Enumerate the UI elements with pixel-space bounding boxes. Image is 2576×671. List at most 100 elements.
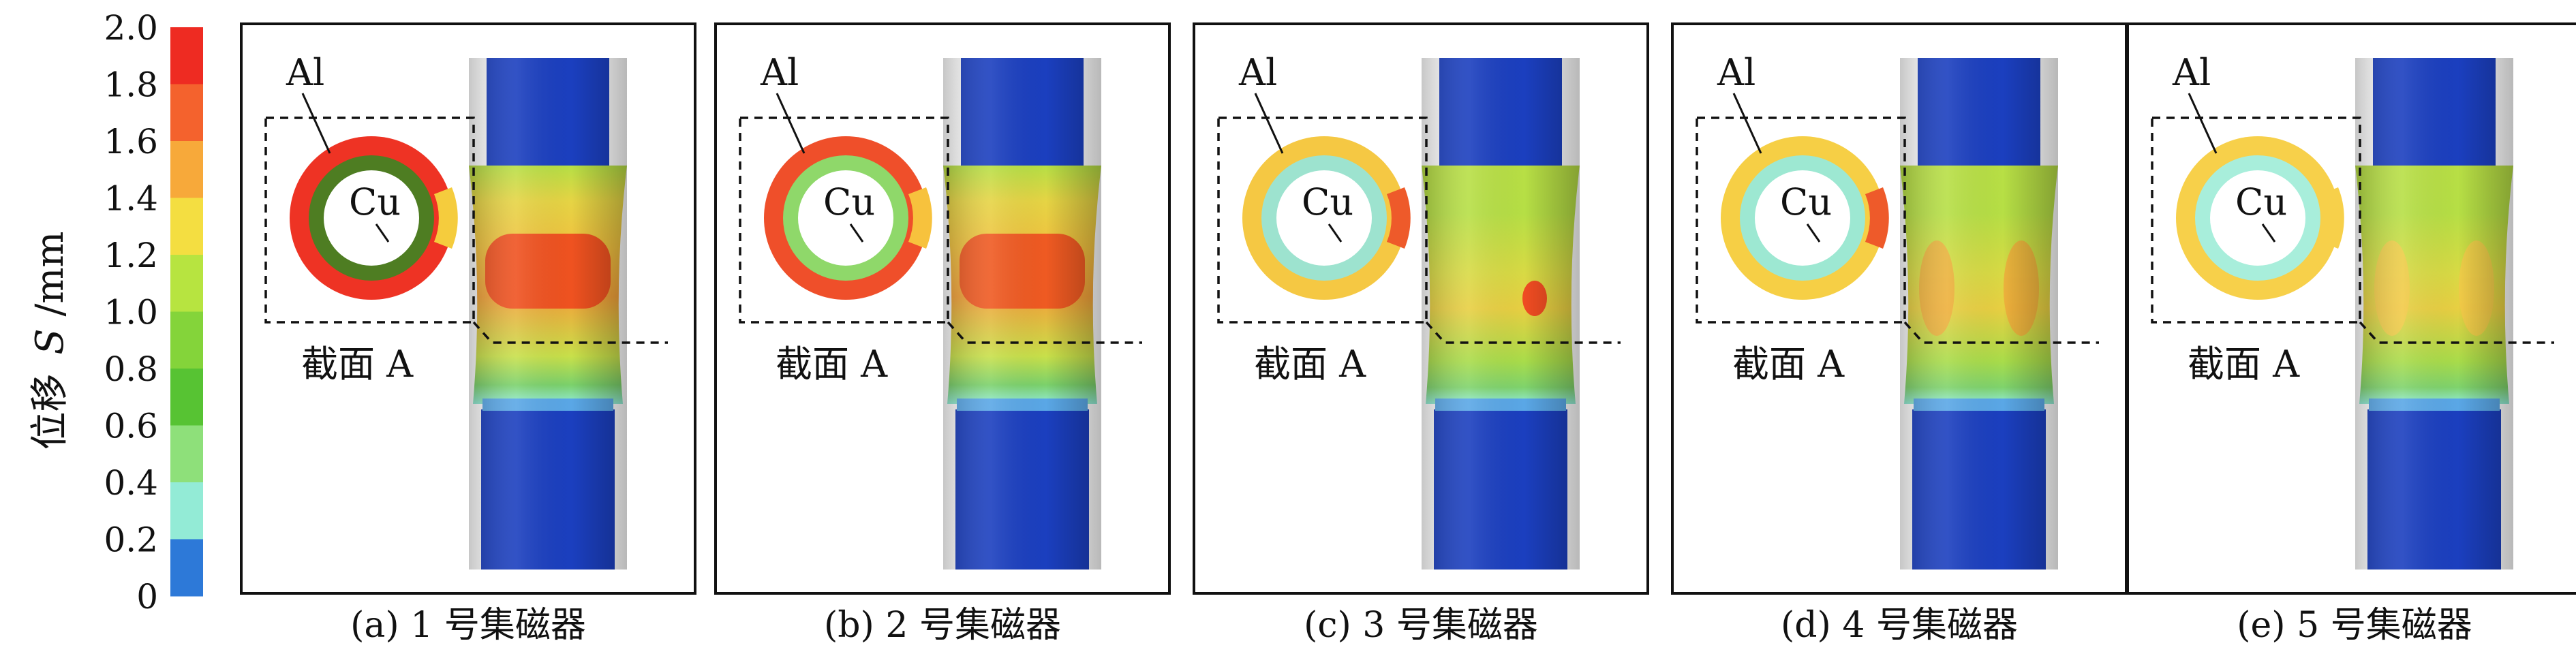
- al-ring-accent: [2320, 187, 2344, 249]
- legend-tick-label: 2.0: [104, 8, 158, 48]
- legend-swatch: [170, 425, 203, 483]
- legend-tick-label: 1.0: [104, 293, 158, 332]
- al-ring-accent: [1387, 187, 1411, 249]
- legend-swatch: [170, 84, 203, 142]
- cu-label: Cu: [349, 181, 401, 223]
- legend-swatch: [170, 198, 203, 255]
- section-inset-box: [1696, 116, 1906, 324]
- section-inset-box: [739, 116, 949, 324]
- panel-caption: (a) 1 号集磁器: [350, 605, 586, 646]
- legend-tick-label: 0: [136, 577, 158, 617]
- cross-section-ring: [1242, 136, 1411, 300]
- specimen-rod: [2355, 58, 2513, 569]
- section-inset-box: [1217, 116, 1428, 324]
- legend-swatch: [170, 369, 203, 426]
- section-inset-box: [264, 116, 475, 324]
- section-a-label: 截面 A: [301, 343, 414, 386]
- panel-caption: (e) 5 号集磁器: [2237, 605, 2472, 646]
- ring-bore: [1755, 170, 1850, 266]
- al-leader: [1254, 93, 1284, 154]
- cu-leader: [375, 223, 390, 243]
- cu-label: Cu: [1302, 181, 1353, 223]
- specimen-rod: [1900, 58, 2058, 569]
- legend-tick-label: 1.6: [104, 122, 158, 161]
- section-a-label: 截面 A: [1732, 343, 1845, 386]
- section-a-label: 截面 A: [776, 343, 888, 386]
- al-leader: [776, 93, 806, 154]
- legend-tick-label: 0.8: [104, 349, 158, 389]
- section-line: [472, 321, 668, 344]
- legend-tick-label: 1.4: [104, 179, 158, 219]
- legend-tick-label: 0.2: [104, 520, 158, 560]
- legend-title: 位移 S /mm: [28, 231, 72, 450]
- cross-section-ring: [1721, 136, 1889, 300]
- cu-leader: [2261, 223, 2276, 243]
- legend-swatch: [170, 255, 203, 312]
- al-label: Al: [2172, 51, 2211, 94]
- al-ring-accent: [908, 187, 932, 249]
- rod-shading: [1900, 58, 2058, 569]
- ring-bore: [2210, 170, 2305, 266]
- panel-caption: (b) 2 号集磁器: [823, 605, 1061, 646]
- legend-title-var: S: [28, 328, 72, 354]
- ring-bore: [1276, 170, 1372, 266]
- legend-title-unit: /mm: [28, 231, 72, 316]
- legend-swatch: [170, 141, 203, 198]
- legend-tick-label: 0.4: [104, 463, 158, 503]
- section-line: [2359, 321, 2554, 344]
- ring-bore: [324, 170, 419, 266]
- cross-section-ring: [290, 136, 458, 300]
- al-label: Al: [760, 51, 799, 94]
- cu-label: Cu: [1780, 181, 1832, 223]
- al-leader: [2188, 93, 2218, 154]
- rod-shading: [469, 58, 627, 569]
- legend-tick-label: 0.6: [104, 407, 158, 446]
- legend-title-prefix: 位移: [28, 374, 72, 450]
- al-ring-accent: [434, 187, 458, 249]
- legend-swatch: [170, 27, 203, 84]
- al-label: Al: [1238, 51, 1277, 94]
- cu-label: Cu: [823, 181, 875, 223]
- cu-label: Cu: [2235, 181, 2287, 223]
- specimen-rod: [1422, 58, 1580, 569]
- legend-swatch: [170, 539, 203, 597]
- al-ring-accent: [1865, 187, 1889, 249]
- cross-section-ring: [764, 136, 932, 300]
- ring-bore: [798, 170, 893, 266]
- specimen-rod: [469, 58, 627, 569]
- section-a-label: 截面 A: [2188, 343, 2300, 386]
- al-label: Al: [1717, 51, 1755, 94]
- cu-leader: [1328, 223, 1343, 243]
- rod-shading: [1422, 58, 1580, 569]
- rod-shading: [2355, 58, 2513, 569]
- al-leader: [1732, 93, 1762, 154]
- cu-leader: [849, 223, 864, 243]
- specimen-rod: [943, 58, 1101, 569]
- panel-caption: (c) 3 号集磁器: [1304, 605, 1538, 646]
- section-inset-box: [2151, 116, 2361, 324]
- cross-section-ring: [2176, 136, 2344, 300]
- al-label: Al: [286, 51, 324, 94]
- panel-caption: (d) 4 号集磁器: [1780, 605, 2018, 646]
- al-leader: [301, 93, 331, 154]
- legend-swatches: [170, 27, 203, 597]
- legend-tick-label: 1.8: [104, 65, 158, 105]
- legend-swatch: [170, 311, 203, 369]
- section-line: [947, 321, 1142, 344]
- section-a-label: 截面 A: [1254, 343, 1366, 386]
- legend-tick-labels: 2.0 1.8 1.6 1.4 1.2 1.0 0.8 0.6 0.4 0.2 0: [104, 8, 158, 617]
- legend-tick-label: 1.2: [104, 236, 158, 275]
- legend-swatch: [170, 482, 203, 540]
- section-line: [1903, 321, 2099, 344]
- cu-leader: [1806, 223, 1821, 243]
